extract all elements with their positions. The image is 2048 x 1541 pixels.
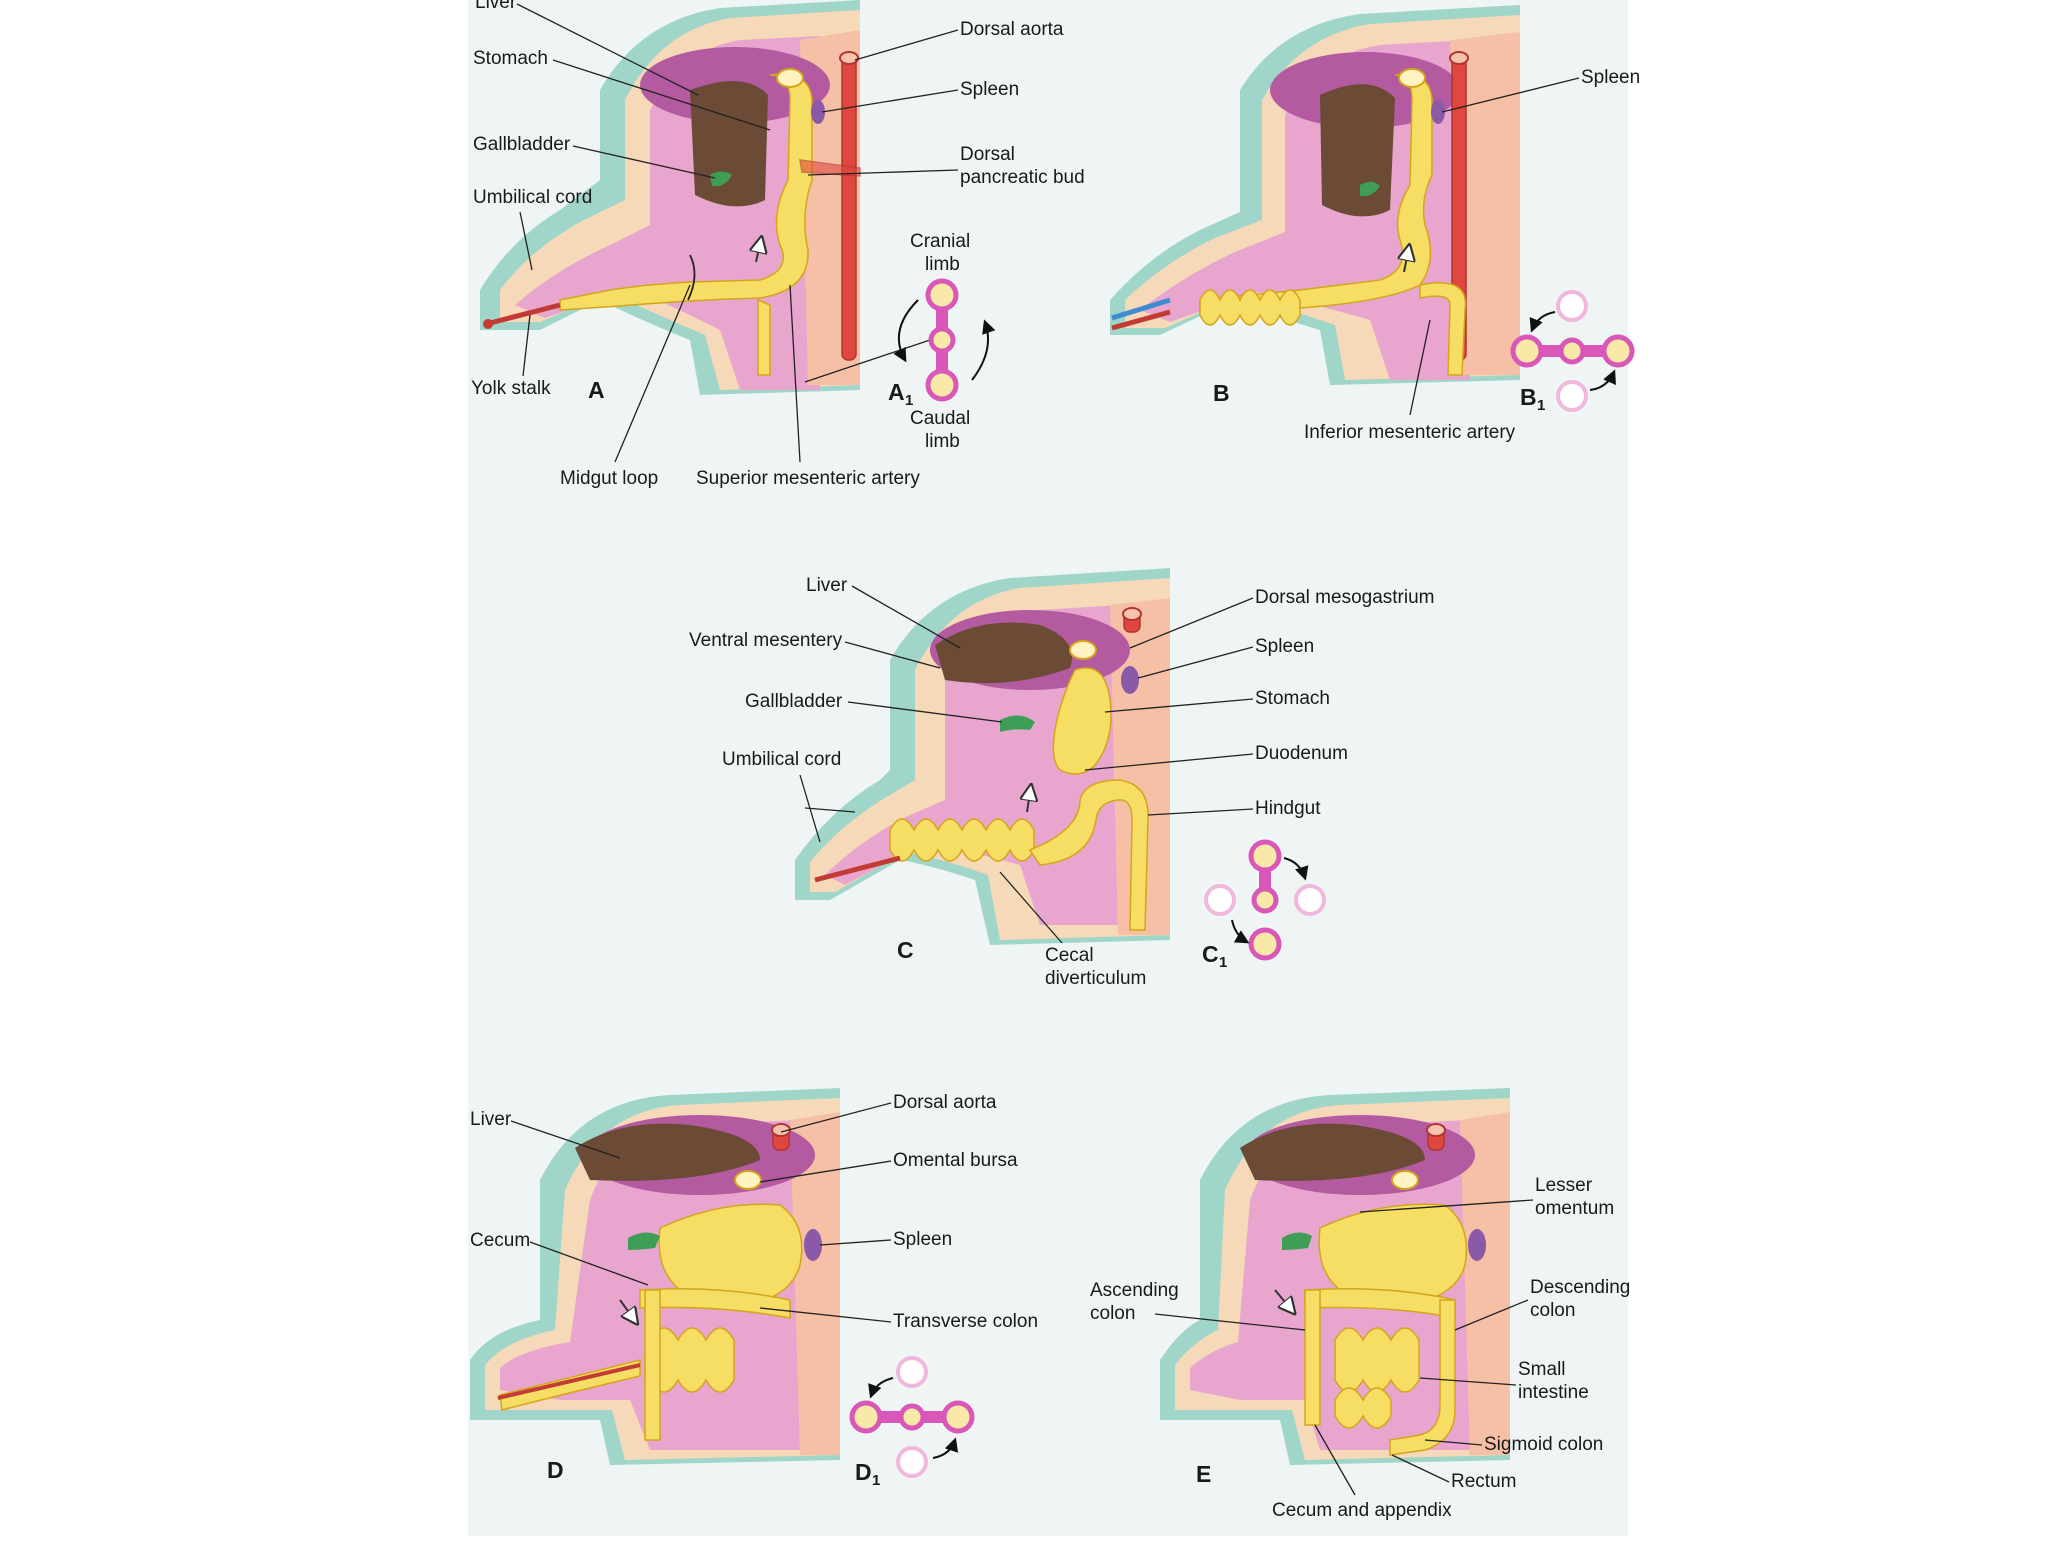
label-omentum: omentum — [1535, 1198, 1614, 1219]
panel-subscript-d1: 1 — [872, 1472, 880, 1489]
panel-letter-a1: A — [888, 379, 905, 405]
label-descending-colon: colon — [1530, 1300, 1575, 1321]
panel-letter-d: D — [547, 1457, 564, 1483]
panel-a-drawing — [480, 0, 861, 395]
panel-d-drawing — [470, 1088, 840, 1465]
label-gallbladder-c: Gallbladder — [745, 691, 843, 712]
panel-subscript-c1: 1 — [1219, 954, 1227, 971]
panel-letter-c1: C — [1202, 941, 1219, 967]
panel-letter-d1: D — [855, 1459, 872, 1485]
panel-letter-e: E — [1196, 1461, 1211, 1487]
label-transverse-colon: Transverse colon — [893, 1311, 1038, 1332]
label-cecum: Cecum — [470, 1230, 530, 1251]
label-ascending: Ascending — [1090, 1280, 1179, 1301]
label-caudal-limb: limb — [925, 431, 960, 452]
panel-e-drawing — [1160, 1088, 1510, 1465]
panel-letter-b: B — [1213, 380, 1230, 406]
panel-b-labels: Spleen Inferior mesenteric artery B — [1213, 67, 1640, 443]
panel-c-drawing — [795, 568, 1170, 945]
label-duodenum: Duodenum — [1255, 743, 1348, 764]
label-sigmoid-colon: Sigmoid colon — [1484, 1434, 1603, 1455]
label-dorsal-aorta: Dorsal aorta — [960, 19, 1064, 40]
label-pancreatic-bud: pancreatic bud — [960, 167, 1085, 188]
label-spleen: Spleen — [960, 79, 1019, 100]
label-intestine: intestine — [1518, 1382, 1589, 1403]
panel-c-labels: Liver Ventral mesentery Gallbladder Umbi… — [689, 575, 1435, 989]
label-dorsal-aorta-d: Dorsal aorta — [893, 1092, 997, 1113]
label-ascending-colon: colon — [1090, 1303, 1135, 1324]
label-spleen-d: Spleen — [893, 1229, 952, 1250]
label-superior-mesenteric-artery: Superior mesenteric artery — [696, 468, 920, 489]
label-descending: Descending — [1530, 1277, 1630, 1298]
panel-subscript-b1: 1 — [1537, 397, 1545, 414]
panel-d-labels: Liver Cecum Dorsal aorta Omental bursa S… — [470, 1092, 1038, 1483]
label-omental-bursa: Omental bursa — [893, 1150, 1018, 1171]
label-cecum-and-appendix: Cecum and appendix — [1272, 1500, 1452, 1521]
panel-a-labels: Liver Stomach Gallbladder Umbilical cord… — [471, 0, 1085, 489]
label-umbilical-cord-c: Umbilical cord — [722, 749, 841, 770]
label-dorsal: Dorsal — [960, 144, 1015, 165]
label-spleen-b: Spleen — [1581, 67, 1640, 88]
panel-e-labels: Lesser omentum Ascending colon Descendin… — [1090, 1175, 1630, 1521]
label-hindgut: Hindgut — [1255, 798, 1321, 819]
panel-letter-a: A — [588, 377, 605, 403]
label-spleen-c: Spleen — [1255, 636, 1314, 657]
label-liver-d: Liver — [470, 1109, 512, 1130]
label-lesser: Lesser — [1535, 1175, 1593, 1196]
label-small: Small — [1518, 1359, 1566, 1380]
label-midgut-loop: Midgut loop — [560, 468, 658, 489]
rotation-diagram-d1: D 1 — [849, 1356, 975, 1489]
label-ventral-mesentery: Ventral mesentery — [689, 630, 843, 651]
label-liver-c: Liver — [806, 575, 848, 596]
label-gallbladder: Gallbladder — [473, 134, 571, 155]
label-umbilical-cord: Umbilical cord — [473, 187, 592, 208]
label-caudal: Caudal — [910, 408, 970, 429]
label-liver: Liver — [475, 0, 517, 13]
label-cranial-limb: limb — [925, 254, 960, 275]
panel-letter-b1: B — [1520, 384, 1537, 410]
label-inferior-mesenteric-artery: Inferior mesenteric artery — [1304, 422, 1516, 443]
label-cecal: Cecal — [1045, 945, 1094, 966]
panel-b-drawing — [1110, 5, 1520, 385]
rotation-diagram-a1: Cranial limb Caudal limb A 1 — [888, 231, 996, 452]
label-diverticulum: diverticulum — [1045, 968, 1146, 989]
panel-letter-c: C — [897, 937, 914, 963]
label-rectum: Rectum — [1451, 1471, 1516, 1492]
label-cranial: Cranial — [910, 231, 970, 252]
label-yolk-stalk: Yolk stalk — [471, 378, 551, 399]
label-stomach-c: Stomach — [1255, 688, 1330, 709]
rotation-diagram-c1: C 1 — [1202, 839, 1326, 971]
label-dorsal-mesogastrium: Dorsal mesogastrium — [1255, 587, 1435, 608]
label-stomach: Stomach — [473, 48, 548, 69]
rotation-diagram-b1: B 1 — [1510, 290, 1635, 414]
panel-subscript-a1: 1 — [905, 392, 913, 409]
